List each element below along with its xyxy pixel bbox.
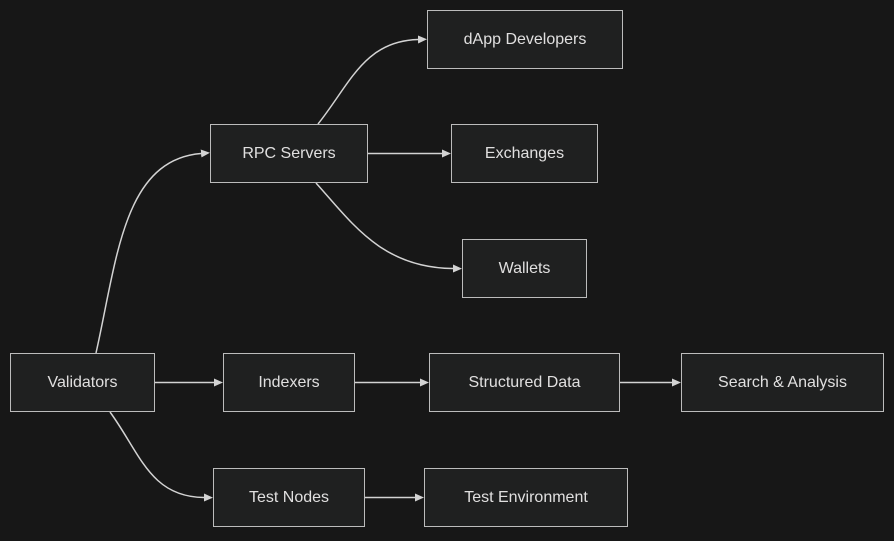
edge-validators-to-rpc-servers xyxy=(95,149,210,354)
edge-rpc-servers-to-wallets xyxy=(315,182,462,273)
edge-validators-to-test-nodes xyxy=(109,411,213,502)
node-test-nodes: Test Nodes xyxy=(213,468,365,527)
node-validators: Validators xyxy=(10,353,155,412)
node-rpc-servers-label: RPC Servers xyxy=(242,144,336,162)
node-indexers: Indexers xyxy=(223,353,355,412)
edge-rpc-servers-to-dapp-developers xyxy=(317,35,427,125)
node-wallets: Wallets xyxy=(462,239,587,298)
node-structured-data: Structured Data xyxy=(429,353,620,412)
node-structured-data-label: Structured Data xyxy=(468,373,581,391)
node-validators-label: Validators xyxy=(47,373,118,391)
node-test-nodes-label: Test Nodes xyxy=(248,488,330,506)
node-dapp-developers: dApp Developers xyxy=(427,10,623,69)
node-exchanges-label: Exchanges xyxy=(484,144,565,162)
node-indexers-label: Indexers xyxy=(258,373,320,391)
node-wallets-label: Wallets xyxy=(498,259,551,277)
node-search-analysis: Search & Analysis xyxy=(681,353,884,412)
node-exchanges: Exchanges xyxy=(451,124,598,183)
node-search-analysis-label: Search & Analysis xyxy=(718,373,847,391)
node-test-environment-label: Test Environment xyxy=(464,488,588,506)
node-dapp-developers-label: dApp Developers xyxy=(463,30,587,48)
node-test-environment: Test Environment xyxy=(424,468,628,527)
node-rpc-servers: RPC Servers xyxy=(210,124,368,183)
